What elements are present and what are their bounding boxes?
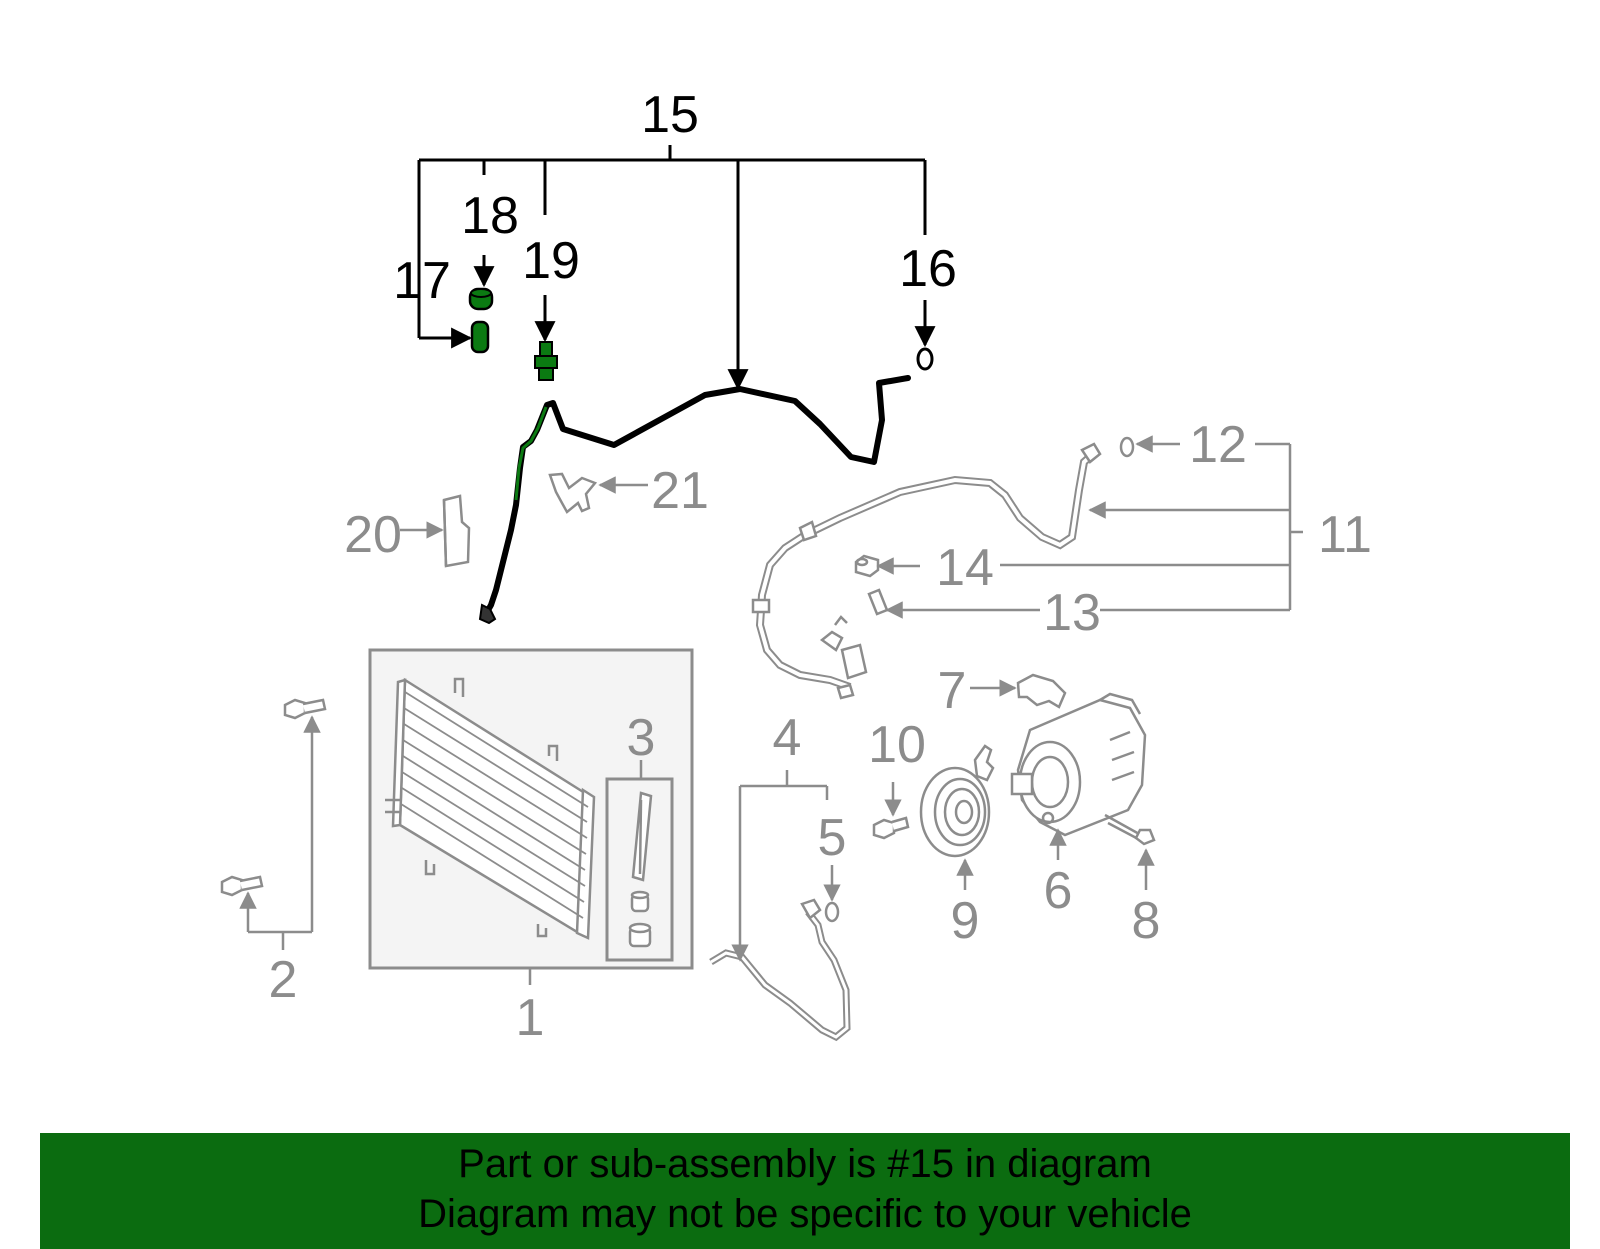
banner-line-2: Diagram may not be specific to your vehi…	[418, 1192, 1192, 1236]
o-ring-part-16[interactable]	[916, 347, 934, 371]
callout-11-leaders	[1000, 442, 1303, 612]
callout-8[interactable]: 8	[1132, 892, 1161, 950]
callout-14[interactable]: 14	[936, 539, 994, 597]
part-18-cap[interactable]	[468, 287, 494, 311]
bracket-part-7[interactable]	[1016, 673, 1067, 709]
callout-2-leaders	[239, 715, 321, 950]
hose-part-4[interactable]	[709, 898, 851, 1042]
callout-4-leaders	[731, 770, 829, 962]
callout-6[interactable]: 6	[1044, 862, 1073, 920]
callout-9[interactable]: 9	[951, 892, 980, 950]
callout-7[interactable]: 7	[938, 662, 967, 720]
o-ring-part-12[interactable]	[1119, 436, 1135, 458]
callout-1[interactable]: 1	[516, 989, 545, 1047]
bolt-part-8[interactable]	[1104, 813, 1156, 846]
callout-12[interactable]: 12	[1189, 416, 1247, 474]
cap-part-14[interactable]	[854, 554, 880, 578]
callout-16[interactable]: 16	[899, 240, 957, 298]
banner-line-1: Part or sub-assembly is #15 in diagram	[458, 1142, 1152, 1186]
callout-5[interactable]: 5	[818, 809, 847, 867]
clip-part-21[interactable]	[548, 472, 598, 514]
callout-15[interactable]: 15	[641, 86, 699, 144]
hose-part-11[interactable]	[751, 442, 1102, 700]
callout-3[interactable]: 3	[627, 709, 656, 767]
callout-20[interactable]: 20	[344, 506, 402, 564]
receiver-part-3[interactable]	[628, 791, 653, 948]
bolt-part-2-lower[interactable]	[220, 875, 264, 897]
clutch-part-9[interactable]	[919, 744, 995, 858]
callout-10[interactable]: 10	[868, 716, 926, 774]
bolt-part-10[interactable]	[872, 816, 910, 840]
o-ring-part-5[interactable]	[824, 901, 840, 923]
ac-line-part-15[interactable]	[478, 375, 911, 625]
callout-19[interactable]: 19	[522, 232, 580, 290]
callout-13[interactable]: 13	[1043, 584, 1101, 642]
callout-4[interactable]: 4	[773, 709, 802, 767]
callout-2[interactable]: 2	[269, 951, 298, 1009]
bracket-part-20[interactable]	[442, 494, 471, 568]
callout-17[interactable]: 17	[393, 252, 451, 310]
callout-11[interactable]: 11	[1318, 506, 1372, 564]
bolt-part-2-upper[interactable]	[283, 698, 327, 720]
callout-15-leaders	[417, 145, 936, 391]
callout-21[interactable]: 21	[651, 462, 709, 520]
callout-numbers: 15 18 19 17 16 12 11 14 13 21 20 7 10 4 …	[269, 86, 1372, 1047]
callout-18[interactable]: 18	[461, 187, 519, 245]
cap-part-13[interactable]	[867, 588, 889, 616]
part-19-switch[interactable]	[534, 341, 558, 381]
info-banner: Part or sub-assembly is #15 in diagram D…	[40, 1133, 1570, 1249]
condenser-part-1[interactable]	[385, 677, 596, 940]
part-17-cap[interactable]	[470, 320, 490, 354]
compressor-part-6[interactable]	[1010, 692, 1147, 837]
